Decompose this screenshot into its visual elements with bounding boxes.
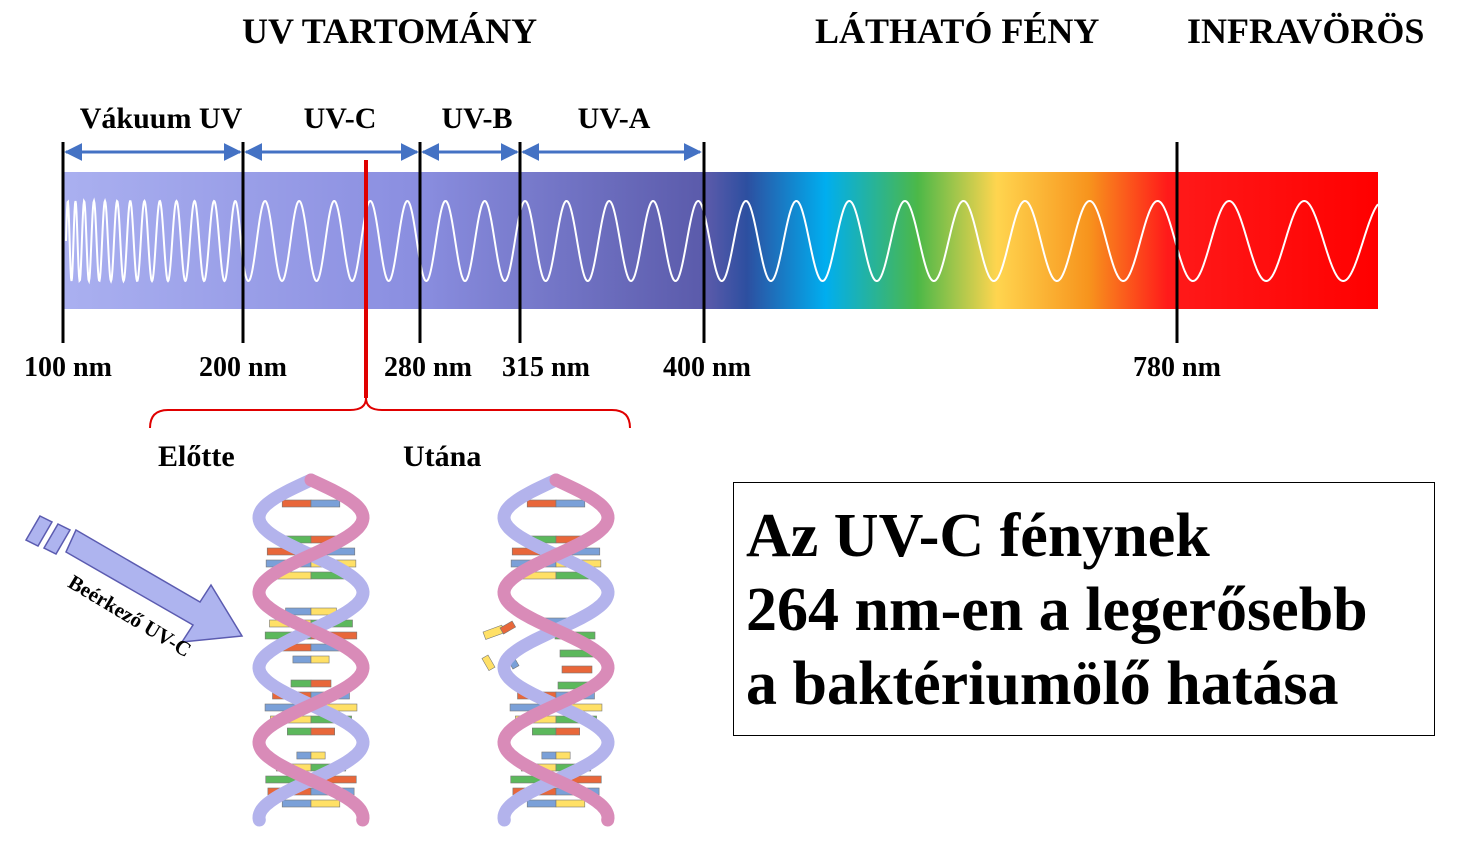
base-pair-left [526,799,557,808]
band-label-vacuum-uv: Vákuum UV [79,102,243,135]
band-label-uv-c: UV-C [303,102,377,135]
base-pair-right [310,679,332,688]
wave-line [65,197,1379,285]
base-pair-right [310,751,326,760]
base-pair-left [281,799,312,808]
info-box: Az UV-C fénynek 264 nm-en a legerősebb a… [733,482,1435,736]
base-pair-left [526,499,557,508]
tick-label-280nm: 280 nm [384,352,472,383]
base-pair-left [292,655,312,664]
tick-label-315nm: 315 nm [502,352,590,383]
incoming-uvc-arrow [24,515,244,643]
broken-base-fragment [499,620,517,635]
base-pair-right [555,727,580,736]
base-pair-left [290,679,312,688]
tick-label-780nm: 780 nm [1133,352,1221,383]
base-pair-left [281,499,312,508]
dna-after [481,473,615,827]
dna-after-label: Utána [403,440,482,473]
base-pair-right [310,655,330,664]
band-label-uv-b: UV-B [441,102,513,135]
base-pair-right [310,727,335,736]
dna-before [252,473,370,827]
info-line-2: 264 nm-en a legerősebb [746,576,1368,644]
base-pair-left [296,751,312,760]
base-pair-right [310,499,341,508]
info-line-3: a baktériumölő hatása [746,650,1339,718]
dna-before-label: Előtte [158,440,235,473]
infrared-header: INFRAVÖRÖS [1187,11,1425,51]
base-pair-right [555,799,586,808]
base-pair-left [287,727,312,736]
visible-light-header: LÁTHATÓ FÉNY [815,11,1100,51]
base-pair-left [541,751,557,760]
broken-base-fragment [481,654,496,672]
base-pair-right [310,799,341,808]
tick-label-400nm: 400 nm [663,352,751,383]
dna-strand-lavender [252,473,370,827]
info-line-1: Az UV-C fénynek [746,502,1210,570]
dna-strand-pink [497,473,615,827]
spectrum-band [63,172,1378,309]
tick-label-100nm: 100 nm [24,352,112,383]
band-label-uv-a: UV-A [577,102,651,135]
base-pair-left [532,727,557,736]
red-bracket [149,397,631,429]
uv-range-header: UV TARTOMÁNY [242,11,538,51]
base-pair-right [555,499,586,508]
base-pair-right [555,751,571,760]
broken-base-fragment [561,665,593,674]
tick-label-200nm: 200 nm [199,352,287,383]
dna-strand-pink [252,473,370,827]
dna-strand-lavender [497,473,615,827]
